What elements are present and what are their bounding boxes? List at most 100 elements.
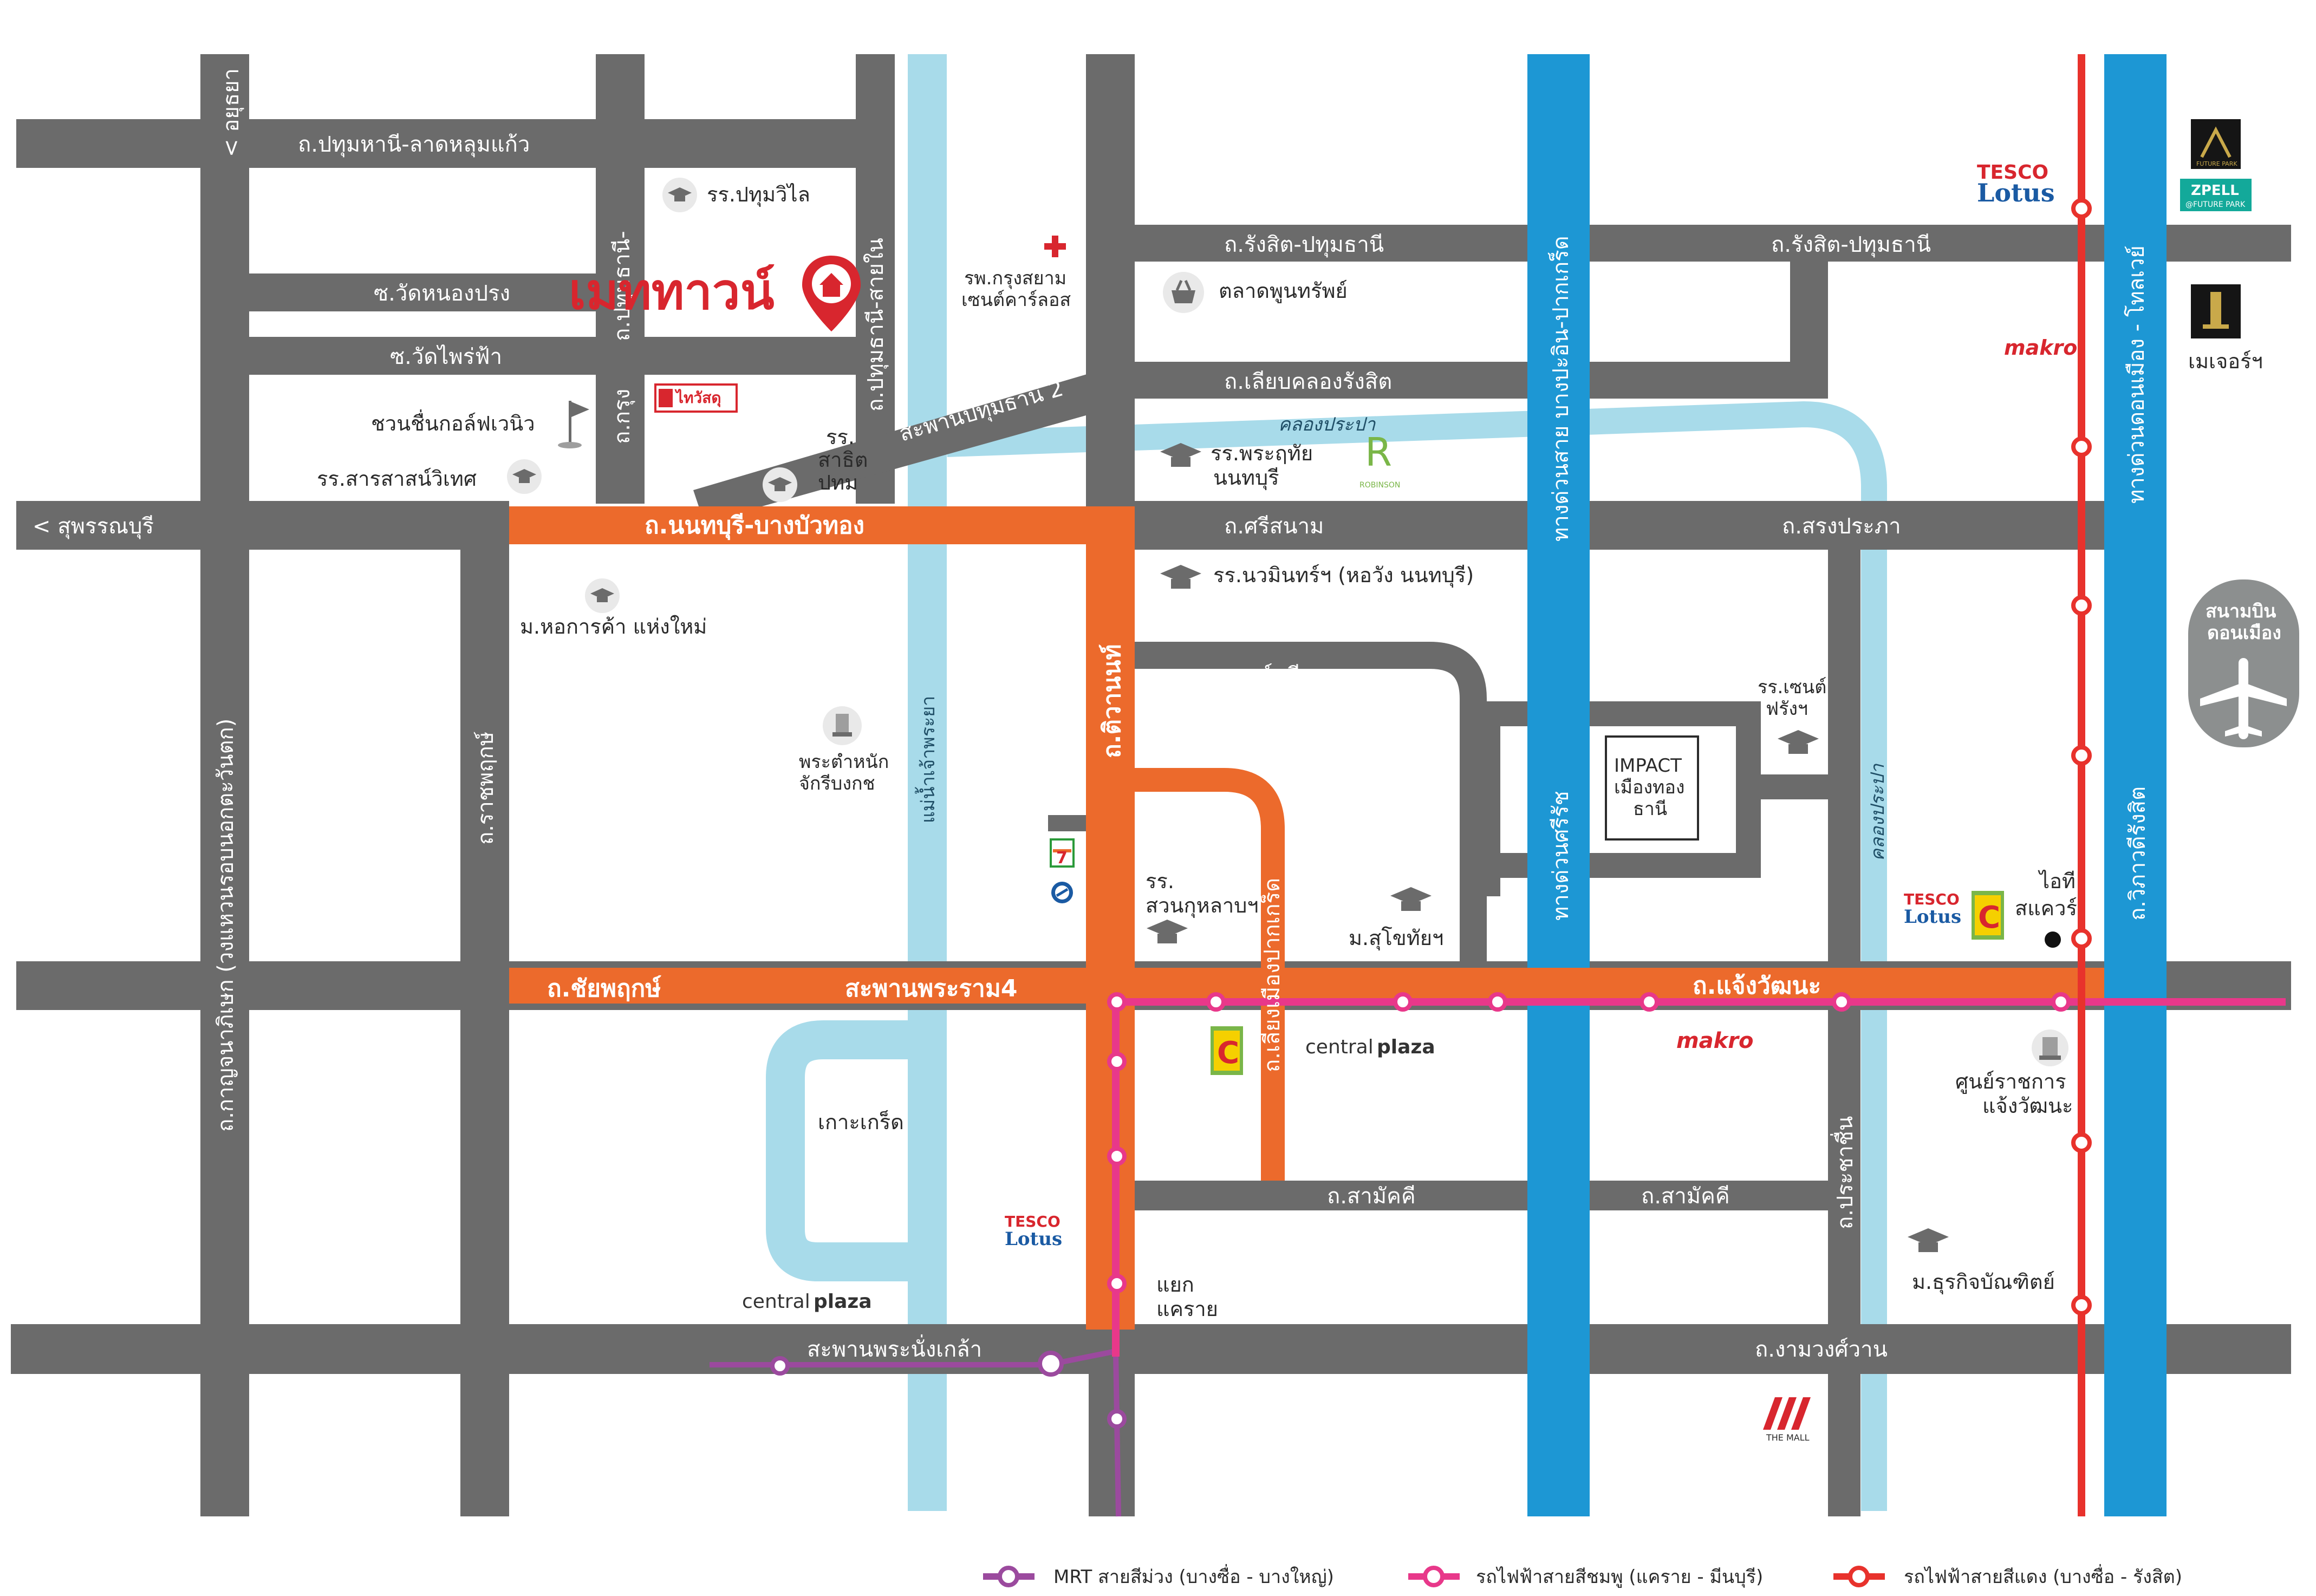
big-c-logo: C	[1972, 891, 2004, 940]
label-bond-street: ถ.บอนด์สตีท	[1197, 663, 1314, 688]
label-rangsit-pathum-1: ถ.รังสิต-ปทุมธานี	[1224, 232, 1384, 258]
svg-text:central: central	[742, 1291, 810, 1313]
road-bond-street	[1135, 642, 1487, 969]
it-square-dot	[2045, 931, 2061, 948]
koh-kret-channel	[766, 1020, 908, 1281]
pink-station	[1832, 992, 1851, 1012]
svg-text:Lotus: Lotus	[1904, 906, 1961, 928]
svg-text:MRT สายสีม่วง (บางซื่อ - บางให: MRT สายสีม่วง (บางซื่อ - บางใหญ่)	[1053, 1564, 1334, 1588]
label-hospital-line1: รพ.กรุงสยาม	[964, 268, 1066, 289]
label-stfrancis-line2: ฟรังฯ	[1766, 698, 1808, 720]
svg-text:IMPACT: IMPACT	[1614, 755, 1682, 777]
road-nonthaburi-bangbuathong	[509, 506, 1135, 544]
label-chao-phraya: แม่น้ำเจ้าพระยา	[915, 696, 939, 823]
graduation-cap-icon	[1160, 565, 1201, 589]
airport-badge: สนามบิน ดอนเมือง	[2188, 579, 2299, 747]
svg-text:ดอนเมือง: ดอนเมือง	[2207, 622, 2281, 644]
central-plaza-logo: central plaza	[1305, 1036, 1435, 1058]
red-station	[2071, 1132, 2092, 1153]
purple-station	[1107, 1409, 1127, 1429]
legend-item-red: รถไฟฟ้าสายสีแดง (บางซื่อ - รังสิต)	[1833, 1564, 2182, 1588]
school-icons	[507, 178, 1949, 1252]
road-impact-loop-bottom	[1473, 853, 1747, 878]
svg-text:เมืองทอง: เมืองทอง	[1614, 777, 1685, 798]
graduation-cap-icon	[1390, 887, 1432, 911]
graduation-cap-icon	[507, 459, 542, 494]
purple-stations	[770, 1351, 1127, 1429]
road-rangsit-pathum	[1135, 225, 2291, 262]
road-tiwanon-spur	[1048, 815, 1086, 831]
label-stou: ม.สุโขทัยฯ	[1349, 926, 1443, 950]
zpell-logo: ZPELL @FUTURE PARK	[2180, 179, 2252, 211]
pink-station	[2051, 992, 2071, 1012]
svg-text:FUTURE PARK: FUTURE PARK	[2196, 160, 2237, 167]
label-satit-line1: รร.	[826, 425, 855, 449]
svg-text:รถไฟฟ้าสายสีชมพู (แคราย - มีนบ: รถไฟฟ้าสายสีชมพู (แคราย - มีนบุรี)	[1476, 1566, 1763, 1588]
basket-icon	[1163, 272, 1204, 313]
svg-text:Lotus: Lotus	[1005, 1228, 1062, 1250]
svg-text:7: 7	[1056, 849, 1068, 868]
graduation-cap-icon	[1908, 1228, 1949, 1252]
graduation-cap-icon	[1778, 730, 1819, 754]
label-suankularb-line2: สวนกุหลาบฯ	[1146, 894, 1259, 918]
graduation-cap-icon	[662, 178, 697, 212]
svg-text:ไทวัสดุ: ไทวัสดุ	[674, 389, 721, 407]
pink-stations	[1107, 992, 2071, 1293]
label-satit-line3: ปทม	[818, 471, 858, 494]
svg-text:THE MALL: THE MALL	[1766, 1432, 1810, 1443]
label-major: เมเจอร์ฯ	[2188, 349, 2263, 373]
svg-text:ROBINSON: ROBINSON	[1359, 481, 1400, 490]
svg-text:C: C	[1217, 1035, 1239, 1071]
brand-title: เมททาวน์	[569, 263, 775, 321]
road-impact-spur	[1747, 774, 1842, 799]
expressways	[1527, 54, 2167, 1516]
road-tiwanon-north	[1086, 54, 1135, 506]
svg-text:TESCO: TESCO	[1904, 890, 1960, 908]
label-ayutthaya: < อยุธยา	[219, 68, 244, 157]
chao-phraya-river	[908, 54, 947, 1511]
graduation-cap-icon	[1160, 443, 1201, 467]
central-plaza-logo: central plaza	[742, 1291, 872, 1313]
svg-text:Lotus: Lotus	[1977, 178, 2055, 207]
pink-station	[1393, 992, 1413, 1012]
label-tiwanon: ถ.ติวานนท์	[1098, 644, 1126, 758]
label-golf: ชวนชื่นกอล์ฟเวนิว	[371, 409, 535, 435]
label-soi-phaifa: ซ.วัดไพร่ฟ้า	[390, 344, 502, 369]
pink-station	[1107, 1052, 1127, 1071]
label-sarasas: รร.สารสาสน์วิเทศ	[317, 467, 477, 491]
svg-text:C: C	[1978, 900, 2000, 935]
label-gov-center-line1: ศูนย์ราชการ	[1955, 1070, 2066, 1094]
pink-station	[1107, 992, 1127, 1012]
makro-logo: makro	[2004, 336, 2077, 360]
legend: MRT สายสีม่วง (บางซื่อ - บางใหญ่) รถไฟฟ้…	[983, 1564, 2182, 1588]
label-ngamwongwan: ถ.งามวงศ์วาน	[1755, 1337, 1888, 1362]
label-phrathai-line1: รร.พระฤทัย	[1211, 441, 1313, 465]
label-phrathai-line2: นนทบุรี	[1213, 466, 1279, 490]
road-srisanam	[1135, 501, 2104, 550]
label-koh-kret: เกาะเกร็ด	[818, 1110, 904, 1134]
label-vibhavadi: ถ.วิภาวดีรังสิต	[2125, 786, 2150, 921]
road-pathum-latlumkaeo	[16, 119, 869, 168]
robinson-logo: R ROBINSON	[1359, 429, 1400, 490]
road-suphanburi	[16, 501, 509, 550]
the-mall-logo: THE MALL	[1763, 1397, 1811, 1443]
label-rama4-bridge: สะพานพระราม4	[845, 975, 1018, 1002]
red-station	[2071, 928, 2092, 949]
label-samakkhi-2: ถ.สามัคคี	[1641, 1184, 1730, 1209]
tesco-lotus-logo: TESCO Lotus	[1904, 890, 1961, 928]
label-it-square-line2: สแควร์	[2015, 896, 2077, 920]
label-khae-rai-line2: แคราย	[1156, 1297, 1218, 1321]
pink-station	[1107, 1274, 1127, 1293]
label-satit-line2: สาธิต	[818, 448, 868, 472]
road-krung	[596, 54, 645, 504]
label-ratchaphruek: ถ.ราชพฤกษ์	[473, 732, 498, 845]
red-station	[2071, 198, 2092, 219]
label-krung: ถ.กรุง	[610, 389, 635, 444]
golf-flag-icon	[558, 401, 589, 448]
road-tiwanon-south	[1089, 1373, 1135, 1516]
label-kanchanaphisek: ถ.กาญจนาภิเษก (วงแหวนรอบนอกตะวันตก)	[213, 719, 238, 1132]
red-stations	[2071, 198, 2092, 1315]
road-rangsit-pathum-spur	[1790, 225, 1828, 366]
